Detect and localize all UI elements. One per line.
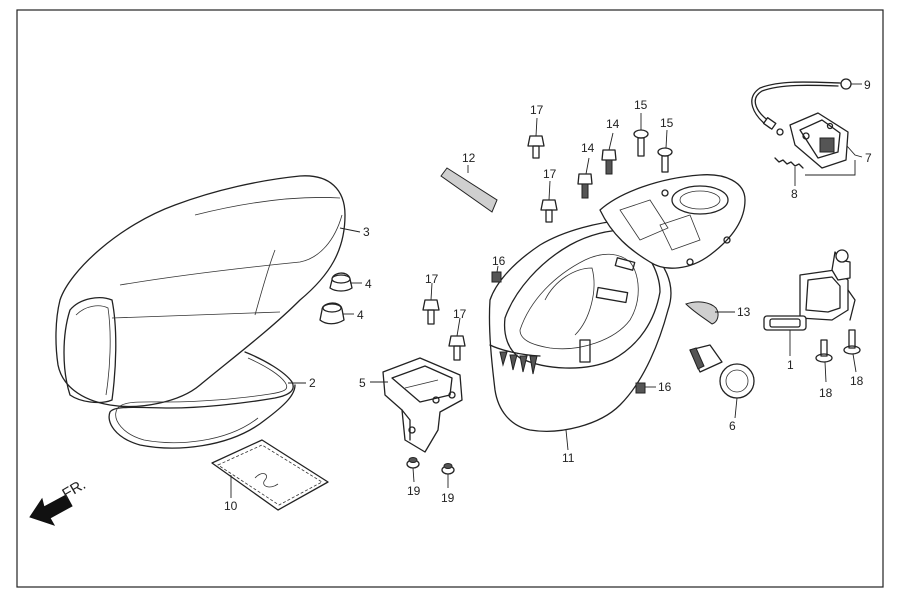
screw-part-15-a bbox=[633, 129, 649, 157]
callout-18-left: 18 bbox=[819, 386, 833, 400]
arrow-left-icon bbox=[29, 494, 73, 526]
seat-release-cable-part-9 bbox=[751, 78, 852, 136]
callout-labels: 1 2 3 4 4 5 6 7 8 9 10 11 12 13 14 14 15… bbox=[224, 78, 872, 513]
callout-8: 8 bbox=[791, 187, 798, 201]
rubber-bumper-part-4-lower bbox=[319, 302, 345, 325]
seat-lock-part-1 bbox=[763, 249, 856, 331]
screw-part-18-a bbox=[815, 339, 833, 363]
callout-14-right: 14 bbox=[606, 117, 620, 131]
callout-4-lower: 4 bbox=[357, 308, 364, 322]
bolt-part-14-a bbox=[601, 149, 617, 175]
callout-11: 11 bbox=[562, 451, 575, 465]
callout-19-right: 19 bbox=[441, 491, 455, 505]
screw-part-18-b bbox=[843, 329, 861, 355]
clip-nut-part-16-lower bbox=[635, 382, 646, 394]
seat-frame-part-2 bbox=[108, 351, 296, 449]
lock-cylinder-part-6 bbox=[689, 344, 755, 399]
callout-3: 3 bbox=[363, 225, 370, 239]
callout-13: 13 bbox=[737, 305, 751, 319]
callout-16-lower: 16 bbox=[658, 380, 672, 394]
nut-part-19-b bbox=[441, 463, 455, 475]
callout-14-left: 14 bbox=[581, 141, 595, 155]
callout-12: 12 bbox=[462, 151, 476, 165]
bolt-part-14-b bbox=[577, 173, 593, 199]
callout-17-right: 17 bbox=[453, 307, 467, 321]
callout-1: 1 bbox=[787, 358, 794, 372]
seat-latch-part-7 bbox=[789, 112, 849, 169]
leader-lines bbox=[230, 83, 863, 498]
rubber-bumper-part-4-upper bbox=[329, 272, 353, 292]
callout-16-upper: 16 bbox=[492, 254, 506, 268]
callout-10: 10 bbox=[224, 499, 238, 513]
callout-5: 5 bbox=[359, 376, 366, 390]
callout-6: 6 bbox=[729, 419, 736, 433]
callout-19-left: 19 bbox=[407, 484, 421, 498]
decal-strip-part-12 bbox=[440, 167, 498, 213]
seat-part-3 bbox=[55, 175, 346, 408]
bolt-part-17-a bbox=[527, 135, 545, 159]
callout-17-middle: 17 bbox=[543, 167, 557, 181]
bolt-part-17-c bbox=[422, 299, 440, 325]
nut-part-19-a bbox=[406, 457, 420, 469]
callout-18-right: 18 bbox=[850, 374, 864, 388]
front-direction-arrow: FR. bbox=[29, 476, 89, 526]
callout-17-left: 17 bbox=[425, 272, 439, 286]
callout-15-right: 15 bbox=[660, 116, 674, 130]
callout-9: 9 bbox=[864, 78, 871, 92]
helmet-box-part-11 bbox=[488, 174, 746, 432]
bolt-part-17-d bbox=[448, 335, 466, 361]
screw-part-15-b bbox=[657, 147, 673, 173]
callout-4-upper: 4 bbox=[365, 277, 372, 291]
callout-15-left: 15 bbox=[634, 98, 648, 112]
seat-lock-bracket-part-5 bbox=[382, 357, 463, 453]
callout-2: 2 bbox=[309, 376, 316, 390]
diagram-border bbox=[16, 9, 884, 588]
manual-pouch-part-10 bbox=[211, 439, 329, 511]
callout-17-top: 17 bbox=[530, 103, 544, 117]
spring-part-8 bbox=[774, 157, 804, 169]
bolt-part-17-b bbox=[540, 199, 558, 223]
callout-7: 7 bbox=[865, 151, 872, 165]
cover-clip-part-13 bbox=[685, 301, 719, 325]
clip-nut-part-16-upper bbox=[491, 271, 502, 283]
